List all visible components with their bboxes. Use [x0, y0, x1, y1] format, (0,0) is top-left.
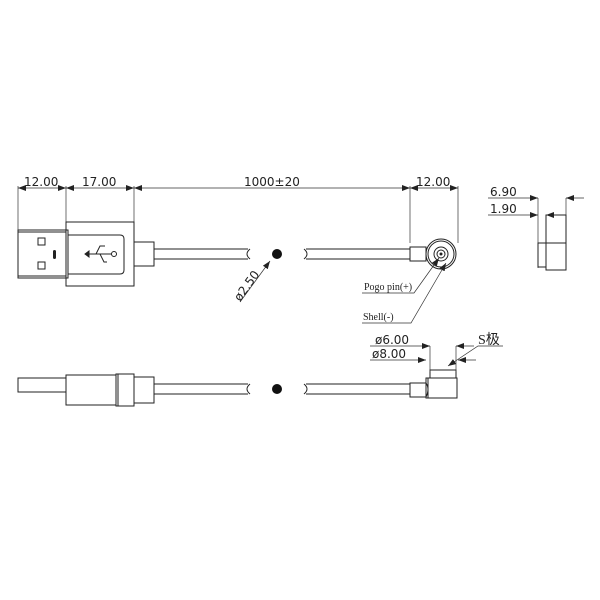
- dim-usb-plug-length: 12.00: [24, 175, 58, 189]
- usb-a-plug: [17, 229, 69, 279]
- magnetic-connector-head: [409, 238, 457, 270]
- usb-housing: [65, 221, 135, 287]
- dim-inner-diameter: ø6.00: [375, 333, 409, 347]
- break-dot: [272, 249, 282, 259]
- label-shell: Shell(-): [363, 312, 394, 323]
- dim-total-height: 6.90: [490, 185, 517, 199]
- top-view: 12.00 17.00 1000±20 12.00: [17, 175, 459, 324]
- side-view: ø6.00 ø8.00 S极: [17, 332, 503, 407]
- end-view: 6.90 1.90: [488, 185, 584, 271]
- dim-usb-housing-length: 17.00: [82, 175, 116, 189]
- dim-cable-length: 1000±20: [244, 175, 300, 189]
- label-s-pole: S极: [478, 332, 500, 348]
- dim-connector-head-length: 12.00: [416, 175, 450, 189]
- break-dot-side: [272, 384, 282, 394]
- dim-outer-diameter: ø8.00: [372, 347, 406, 361]
- label-pogo-pin: Pogo pin(+): [364, 282, 412, 293]
- strain-relief: [133, 241, 155, 267]
- dim-pin-height: 1.90: [490, 202, 517, 216]
- dim-cable-diameter: ø2.50: [231, 268, 262, 304]
- usb-logo-icon: [84, 245, 117, 263]
- cable: [154, 248, 410, 260]
